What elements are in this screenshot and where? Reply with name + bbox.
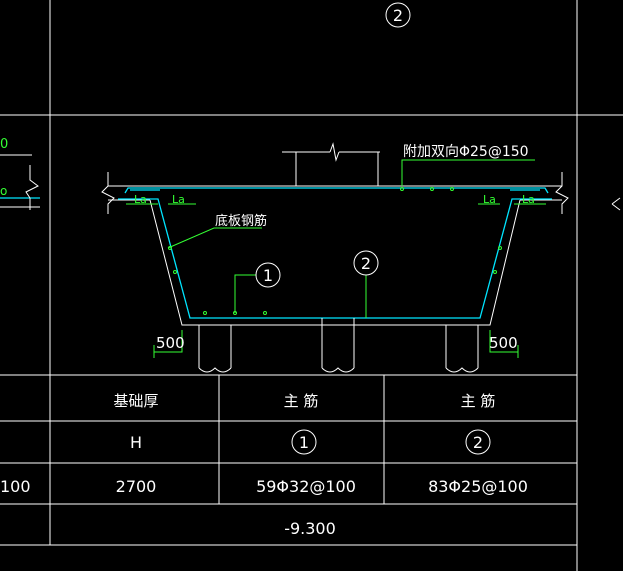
marker-1-label: 1 xyxy=(263,266,273,285)
la-label-4: La xyxy=(522,193,535,206)
table-subheader-2: 2 xyxy=(473,433,483,452)
table-cell-left-cut: 100 xyxy=(0,477,31,496)
note-bottom-leader xyxy=(167,227,262,249)
top-rebar-additional xyxy=(124,187,549,194)
note-additional-text: 附加双向Φ25@150 xyxy=(403,144,529,160)
table-grid xyxy=(0,374,577,546)
right-edge-arrow xyxy=(611,197,621,211)
pit-outline xyxy=(149,199,521,326)
rebar-dots xyxy=(168,187,502,315)
column-break-symbol xyxy=(329,142,340,162)
bottom-rebar xyxy=(118,198,552,319)
top-marker-label: 2 xyxy=(393,6,403,25)
la-label-2: La xyxy=(172,193,185,206)
left-edge-top-label: 0 xyxy=(0,137,8,152)
table-elevation: -9.300 xyxy=(284,519,336,538)
marker-1-circle xyxy=(255,262,281,288)
table-cell-thickness: 2700 xyxy=(116,477,157,496)
note-bottom-text: 底板钢筋 xyxy=(215,213,267,229)
right-break-line xyxy=(555,172,569,214)
la-label-3: La xyxy=(483,193,496,206)
left-break-mark xyxy=(25,165,39,210)
table-header-main-rebar-1: 主 筋 xyxy=(284,392,319,410)
left-break-line xyxy=(101,172,115,214)
left-edge-mid-label: o xyxy=(0,184,7,198)
table-marker-2-circle xyxy=(465,429,491,455)
table-cell-rebar-2: 83Φ25@100 xyxy=(428,477,528,496)
dim-left-line xyxy=(154,330,183,353)
dim-left-label: 500 xyxy=(156,334,185,352)
table-header-thickness: 基础厚 xyxy=(113,392,158,410)
table-cell-rebar-1: 59Φ32@100 xyxy=(256,477,356,496)
marker-2-circle xyxy=(353,250,379,276)
marker-2-label: 2 xyxy=(361,254,371,273)
table-marker-1-circle xyxy=(291,429,317,455)
table-subheader-h: H xyxy=(130,433,142,452)
table-subheader-1: 1 xyxy=(299,433,309,452)
dim-right-line xyxy=(489,330,518,353)
top-marker-circle xyxy=(385,2,411,28)
la-label-1: La xyxy=(134,193,147,206)
dim-right-label: 500 xyxy=(489,334,518,352)
note-additional-leader xyxy=(401,159,535,186)
marker-1-leader xyxy=(234,274,256,313)
table-header-main-rebar-2: 主 筋 xyxy=(461,392,496,410)
piles xyxy=(198,318,479,373)
